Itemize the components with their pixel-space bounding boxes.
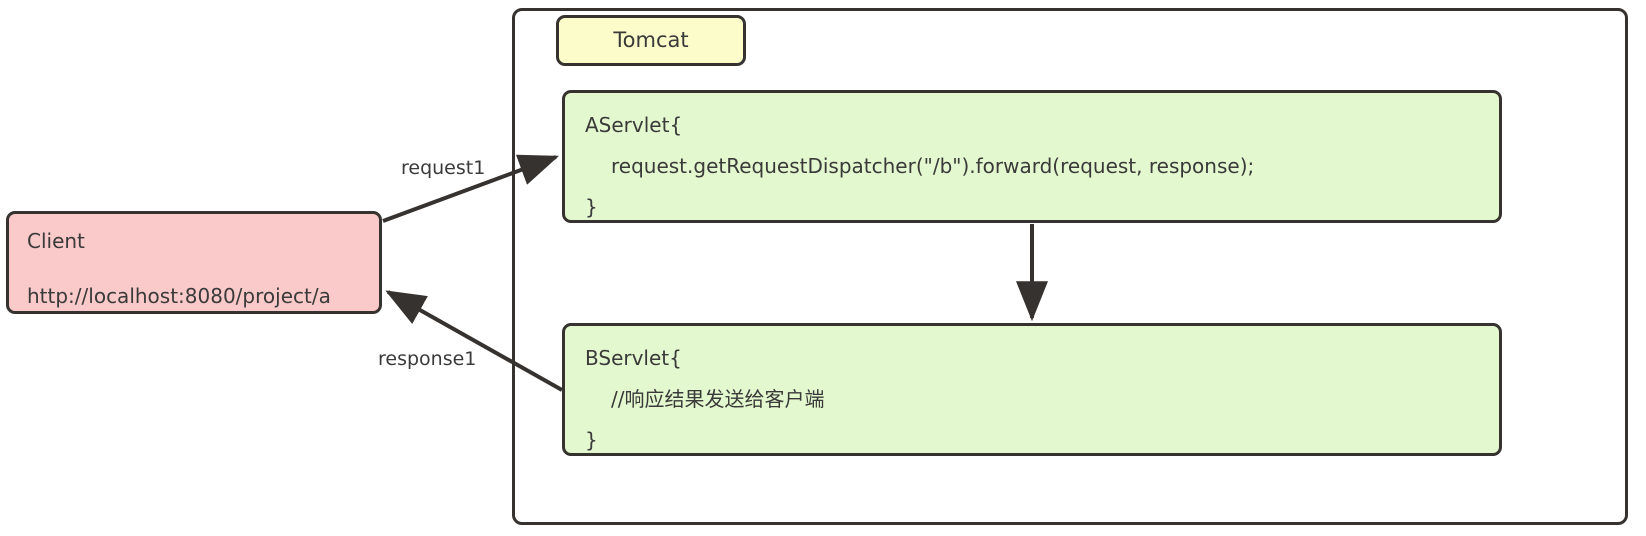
client-url-label: http://localhost:8080/project/a — [27, 284, 331, 308]
tomcat-label-box[interactable]: Tomcat — [556, 15, 746, 66]
edge-label-request1: request1 — [401, 157, 486, 179]
aservlet-code-line-1: AServlet{ — [585, 113, 683, 137]
client-name-label: Client — [27, 229, 85, 253]
aservlet-code-line-3: } — [585, 195, 598, 219]
bservlet-code-line-1: BServlet{ — [585, 346, 682, 370]
aservlet-node[interactable]: AServlet{ request.getRequestDispatcher("… — [562, 90, 1502, 223]
edge-label-response1: response1 — [378, 348, 477, 370]
bservlet-code-line-3: } — [585, 428, 598, 452]
client-node[interactable]: Client http://localhost:8080/project/a — [6, 211, 382, 314]
aservlet-code-line-2: request.getRequestDispatcher("/b").forwa… — [611, 154, 1255, 178]
bservlet-code-line-2: //响应结果发送给客户端 — [611, 387, 825, 411]
bservlet-node[interactable]: BServlet{ //响应结果发送给客户端 } — [562, 323, 1502, 456]
tomcat-label: Tomcat — [613, 28, 689, 52]
